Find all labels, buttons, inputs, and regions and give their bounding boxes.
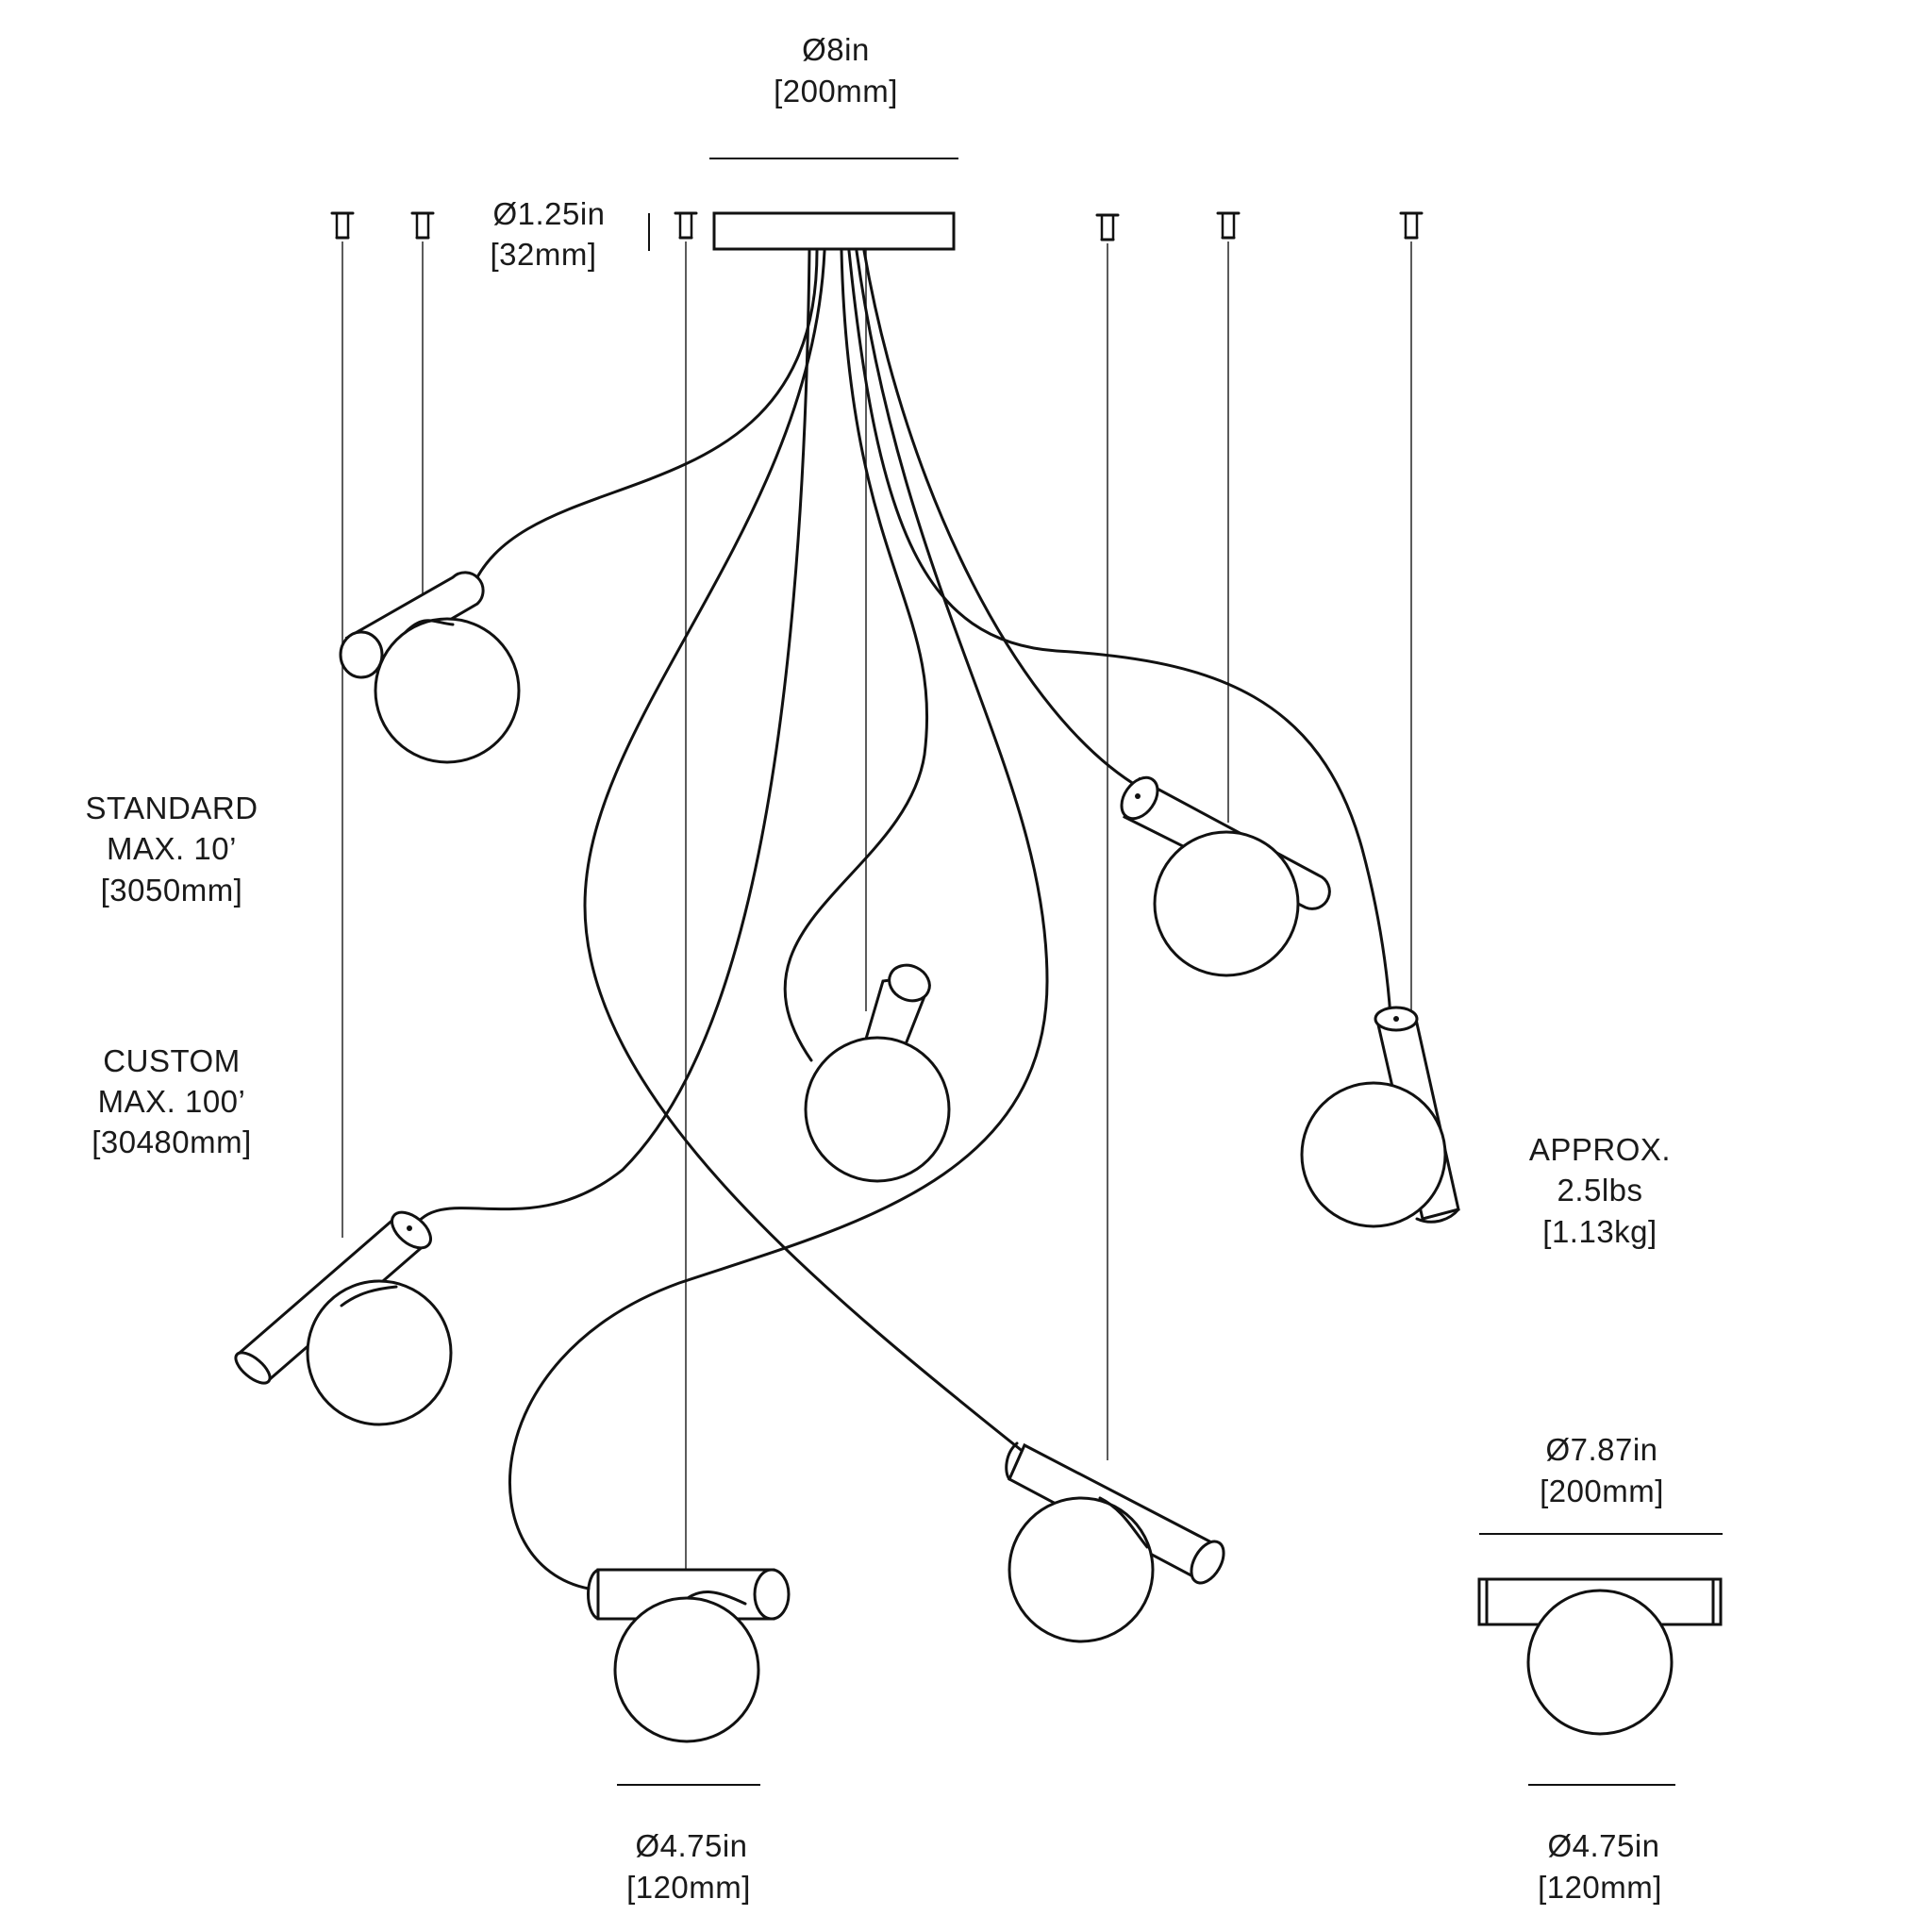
custom-length-line2: MAX. 100’ — [98, 1084, 246, 1119]
pendant-tube-end — [1190, 1540, 1225, 1585]
pendant-tube-end — [234, 1351, 272, 1385]
pendant-tube-edge — [404, 619, 455, 634]
pendant-light — [1005, 1441, 1225, 1643]
pendant-light — [804, 963, 951, 1183]
custom-length-label: CUSTOM MAX. 100’ [30480mm] — [92, 1043, 252, 1159]
pendant-light — [1300, 1006, 1460, 1228]
standard-length-line2: MAX. 10’ — [107, 831, 237, 866]
power-cord — [862, 249, 1143, 791]
pendant-light — [587, 1568, 791, 1743]
power-cord — [508, 249, 1049, 1591]
pendant-tube-edge — [340, 1285, 398, 1307]
globe-diameter-detail-imperial: Ø4.75in — [1547, 1828, 1659, 1863]
pendant-light — [1120, 775, 1331, 977]
cord-entry-dot — [1393, 1016, 1399, 1022]
canopy-height-imperial: Ø1.25in — [492, 196, 605, 231]
standard-length-label: STANDARD MAX. 10’ [3050mm] — [85, 791, 258, 908]
pendant-tube-edge — [587, 1568, 600, 1621]
pendant-tube-end — [753, 1568, 791, 1621]
globe-diameter-main-imperial: Ø4.75in — [635, 1828, 747, 1863]
canopy-height-metric: [32mm] — [490, 237, 596, 272]
canopy-diameter-imperial: Ø8in — [802, 32, 870, 67]
weight-line2: 2.5lbs — [1557, 1173, 1642, 1208]
power-cord — [583, 249, 1026, 1455]
detail-pendant-side-view — [1477, 1577, 1723, 1736]
pendant-tube-edge — [1005, 1441, 1019, 1481]
standard-length-line1: STANDARD — [85, 791, 258, 825]
power-cord — [470, 249, 819, 591]
pendant-tube-end — [339, 630, 384, 679]
globe-bulb — [613, 1596, 760, 1743]
canopy-diameter-metric: [200mm] — [774, 74, 898, 108]
ceiling-anchor — [674, 211, 698, 240]
globe-bulb — [306, 1279, 453, 1426]
pendant-tube-end — [888, 963, 931, 1003]
fixture-width-label: Ø7.87in [200mm] — [1479, 1432, 1723, 1535]
pendant-tube-edge — [1098, 1496, 1149, 1549]
weight-label: APPROX. 2.5lbs [1.13kg] — [1529, 1132, 1671, 1249]
globe-bulb — [1008, 1496, 1155, 1643]
ceiling-anchors — [330, 211, 1424, 242]
power-cord — [783, 249, 929, 1062]
custom-length-line1: CUSTOM — [103, 1043, 240, 1078]
fixture-width-imperial: Ø7.87in — [1545, 1432, 1657, 1467]
globe-diameter-detail-metric: [120mm] — [1538, 1870, 1662, 1905]
globe-diameter-main-label: Ø4.75in [120mm] — [617, 1784, 760, 1905]
globe-diameter-main-metric: [120mm] — [626, 1870, 751, 1905]
canopy-diameter-label: Ø8in [200mm] — [709, 32, 958, 159]
globe-bulb — [804, 1036, 951, 1183]
power-cord — [847, 249, 1392, 1019]
weight-line1: APPROX. — [1529, 1132, 1671, 1167]
canopy — [712, 211, 956, 251]
pendant-light — [234, 1210, 453, 1426]
ceiling-anchor — [330, 211, 355, 240]
canopy-height-label: Ø1.25in [32mm] — [490, 196, 650, 272]
fixture-width-metric: [200mm] — [1540, 1474, 1664, 1508]
standard-length-metric: [3050mm] — [101, 873, 243, 908]
pendant-light — [339, 571, 521, 764]
weight-metric: [1.13kg] — [1542, 1214, 1657, 1249]
pendant-tube — [344, 571, 485, 666]
custom-length-metric: [30480mm] — [92, 1124, 252, 1159]
cord-entry-dot — [1135, 793, 1141, 799]
power-cord — [411, 249, 811, 1230]
ceiling-anchor — [1399, 211, 1424, 240]
power-cords — [411, 249, 1392, 1591]
globe-bulb — [1300, 1081, 1447, 1228]
ceiling-anchor — [1216, 211, 1241, 240]
ceiling-anchor — [1095, 213, 1120, 242]
globe-bulb — [374, 617, 521, 764]
globe-diameter-detail-label: Ø4.75in [120mm] — [1528, 1784, 1675, 1905]
pendant-tube-edge — [1415, 1208, 1460, 1224]
ceiling-anchor — [410, 211, 435, 240]
globe-bulb — [1526, 1589, 1674, 1736]
globe-bulb — [1153, 830, 1300, 977]
cord-entry-dot — [407, 1225, 412, 1231]
